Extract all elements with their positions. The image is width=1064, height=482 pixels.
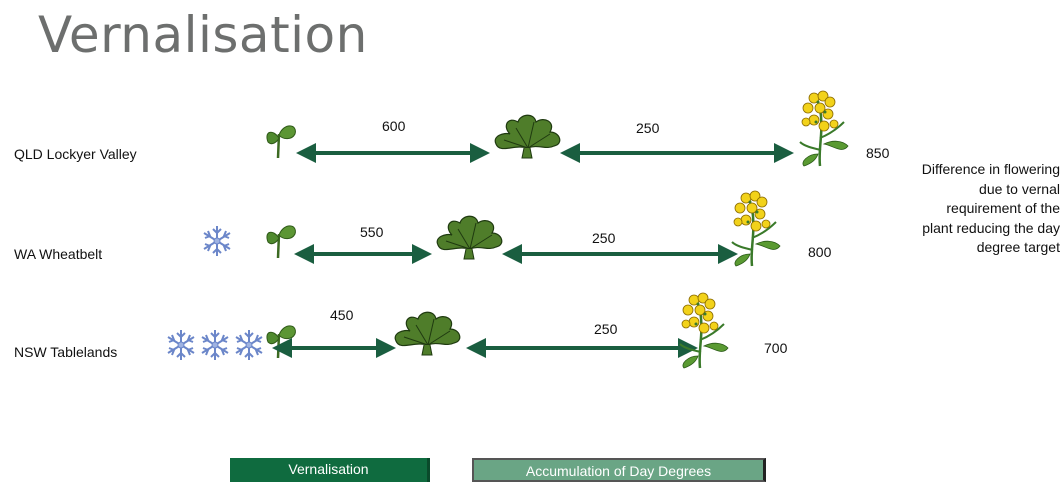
rosette-plant-icon	[494, 114, 561, 159]
accum-dd-qld: 250	[636, 120, 660, 136]
snowflake-icon	[235, 329, 263, 361]
accum-dd-nsw: 250	[594, 321, 618, 337]
legend-vernalisation: Vernalisation	[230, 458, 430, 482]
difference-note: Difference in flowering due to vernal re…	[921, 161, 1060, 255]
snowflake-icon	[203, 225, 231, 257]
accum-dd-wa: 250	[592, 230, 616, 246]
vernal-dd-nsw: 450	[330, 307, 354, 323]
total-dd-qld: 850	[866, 145, 890, 161]
row-label-wa: WA Wheatbelt	[14, 246, 103, 262]
row-label-qld: QLD Lockyer Valley	[14, 146, 137, 162]
total-dd-wa: 800	[808, 244, 832, 260]
legend-accumulation: Accumulation of Day Degrees	[472, 458, 766, 482]
row-label-nsw: NSW Tablelands	[14, 344, 118, 360]
total-dd-nsw: 700	[764, 340, 788, 356]
seedling-icon	[265, 224, 297, 260]
page-title: Vernalisation	[38, 6, 368, 64]
flowering-plant-icon	[678, 291, 730, 370]
snowflake-icon	[167, 329, 195, 361]
snowflake-icon	[201, 329, 229, 361]
rosette-plant-icon	[394, 311, 461, 356]
vernal-dd-wa: 550	[360, 224, 384, 240]
flowering-plant-icon	[798, 89, 850, 168]
seedling-icon	[265, 124, 297, 160]
flowering-plant-icon	[730, 189, 782, 268]
rosette-plant-icon	[436, 215, 503, 260]
seedling-icon	[265, 324, 297, 360]
vernal-dd-qld: 600	[382, 118, 406, 134]
